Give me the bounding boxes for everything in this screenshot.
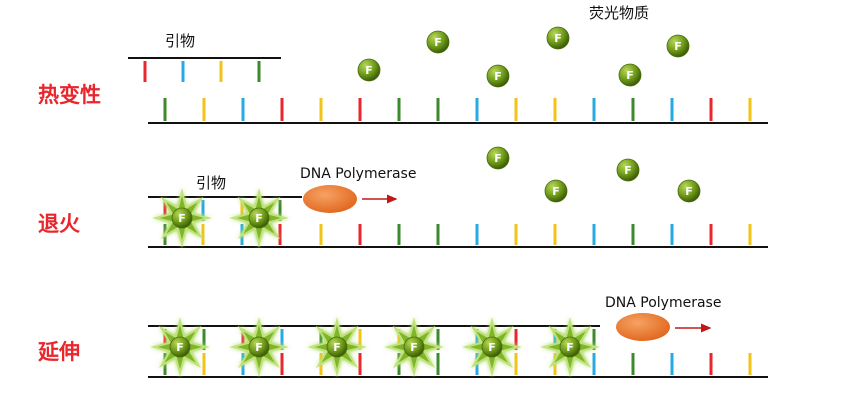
- fluorescent-label: 荧光物质: [589, 4, 649, 22]
- fluorophore-ball: [616, 158, 640, 182]
- fluorophore: F: [169, 336, 191, 358]
- primer-label: 引物: [165, 32, 195, 50]
- fluorophore: F: [618, 63, 642, 87]
- fluorophore: F: [666, 34, 690, 58]
- free-fluorophores: F F F F: [486, 146, 701, 203]
- fluorophore-ball: [677, 179, 701, 203]
- fluorophore-label: F: [685, 185, 693, 198]
- fluorophore-label: F: [333, 341, 341, 354]
- fluorophore: F: [426, 30, 450, 54]
- stage-denature-group: 引物 荧光物质 F F F F F F: [128, 4, 768, 124]
- fluorophore-ball: [403, 336, 425, 358]
- template-bases: [163, 98, 752, 121]
- fluorophore-label: F: [624, 164, 632, 177]
- fluorophore: F: [616, 158, 640, 182]
- fluorophore-ball: [618, 63, 642, 87]
- probe-starburst: F: [384, 317, 444, 377]
- primer-label: 引物: [196, 174, 226, 192]
- fluorophore-label: F: [434, 36, 442, 49]
- probe-starburst: F: [307, 317, 367, 377]
- fluorophore-label: F: [176, 341, 184, 354]
- fluorophore: F: [544, 179, 568, 203]
- fluorophore-label: F: [488, 341, 496, 354]
- fluorophore-ball: [481, 336, 503, 358]
- fluorophore-label: F: [494, 152, 502, 165]
- fluorophore-ball: [666, 34, 690, 58]
- probe-starburst: F: [150, 317, 210, 377]
- fluorophore-ball: [426, 30, 450, 54]
- dna-polymerase: [303, 185, 357, 213]
- fluorophore-label: F: [410, 341, 418, 354]
- stage-extend-group: F F F F F F DNA Polymerase: [148, 295, 768, 378]
- probe-starburst: F: [462, 317, 522, 377]
- fluorophore: F: [486, 146, 510, 170]
- fluorophore-ball: [559, 336, 581, 358]
- fluorophore-label: F: [255, 212, 263, 225]
- fluorophore-label: F: [566, 341, 574, 354]
- fluorophore-label: F: [255, 341, 263, 354]
- fluorophore-ball: [248, 207, 270, 229]
- fluorophore: F: [248, 207, 270, 229]
- fluorophore-ball: [169, 336, 191, 358]
- template-bases: [319, 224, 752, 245]
- fluorophore-ball: [486, 146, 510, 170]
- probe-starburst: F: [229, 317, 289, 377]
- fluorophore: F: [403, 336, 425, 358]
- fluorophore: F: [357, 58, 381, 82]
- fluorophore-ball: [544, 179, 568, 203]
- fluorophore-ball: [171, 207, 193, 229]
- fluorophore: F: [559, 336, 581, 358]
- probe-starburst: F: [229, 188, 289, 248]
- fluorophore: F: [171, 207, 193, 229]
- fluorophore: F: [326, 336, 348, 358]
- fluorophore-label: F: [674, 40, 682, 53]
- fluorophore: F: [481, 336, 503, 358]
- fluorophore: F: [486, 64, 510, 88]
- stage-label-denature: 热变性: [38, 83, 101, 107]
- fluorophore-label: F: [365, 64, 373, 77]
- fluorophore-ball: [486, 64, 510, 88]
- fluorophore-label: F: [178, 212, 186, 225]
- free-fluorophores: F F F F F F: [357, 26, 690, 88]
- fluorophore-label: F: [494, 70, 502, 83]
- fluorophore-label: F: [554, 32, 562, 45]
- fluorophore-ball: [248, 336, 270, 358]
- primer-bases: [143, 61, 261, 82]
- fluorophore-ball: [546, 26, 570, 50]
- probe-starburst: F: [540, 317, 600, 377]
- fluorophore: F: [248, 336, 270, 358]
- fluorophore-ball: [326, 336, 348, 358]
- fluorophore-label: F: [552, 185, 560, 198]
- fluorophore-ball: [357, 58, 381, 82]
- probe-starburst: F: [152, 188, 212, 248]
- dna-polymerase: [616, 313, 670, 341]
- fluorophore: F: [677, 179, 701, 203]
- polymerase-label: DNA Polymerase: [605, 295, 721, 311]
- fluorophore: F: [546, 26, 570, 50]
- fluorophore-label: F: [626, 69, 634, 82]
- polymerase-label: DNA Polymerase: [300, 166, 416, 182]
- stage-label-anneal: 退火: [38, 212, 80, 236]
- stage-label-extend: 延伸: [37, 340, 80, 364]
